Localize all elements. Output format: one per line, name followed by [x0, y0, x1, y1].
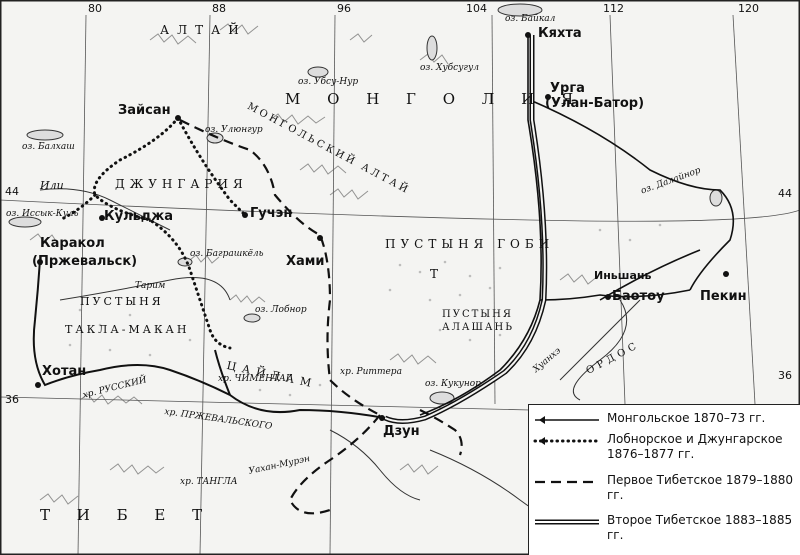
legend-label-first-tibetan: Первое Тибетское 1879–1880 гг.	[607, 473, 793, 502]
lon-tick-80: 80	[88, 2, 102, 15]
region-gobi: ПУСТЫНЯ ГОБИ	[385, 237, 555, 251]
lon-tick-104: 104	[466, 2, 487, 15]
route-second-tibetan	[32, 35, 548, 424]
region-altay: АЛТАЙ	[160, 23, 247, 37]
city-ulan-bator: (Улан-Батор)	[545, 96, 645, 111]
region-t-letter: Т	[430, 267, 446, 281]
label-baykal: оз. Байкал	[505, 14, 556, 24]
lat-tick-36-right: 36	[778, 369, 792, 382]
legend-item-first-tibetan: Первое Тибетское 1879–1880 гг.	[533, 473, 799, 507]
lakes	[8, 3, 723, 405]
legend-label-second-tibetan: Второе Тибетское 1883–1885 гг.	[607, 513, 793, 542]
legend-label-lobnor: Лобнорское и Джунгарское 1876–1877 гг.	[607, 432, 783, 461]
label-tangla: хр. ТАНГЛА	[180, 477, 238, 487]
region-alashan: АЛАШАНЬ	[442, 322, 514, 333]
label-ulyungur: оз. Улюнгур	[205, 125, 263, 135]
map-legend: Монгольское 1870–73 гг. Лобнорское и Джу…	[528, 404, 800, 555]
lat-tick-44: 44	[5, 185, 19, 198]
city-kyakhta: Кяхта	[538, 26, 582, 41]
lake-khubsugul	[426, 35, 438, 61]
route-lobnor	[58, 116, 247, 350]
lake-dalaynor	[709, 189, 723, 207]
label-khubsugul: оз. Хубсугул	[420, 63, 479, 73]
region-mongolia: М О Н Г О Л И Я	[285, 90, 585, 108]
legend-solid-line-icon	[535, 416, 599, 424]
legend-dotted-line-icon	[533, 437, 601, 445]
legend-label-mongolian: Монгольское 1870–73 гг.	[607, 411, 766, 425]
city-kuldja: Кульджа	[104, 209, 174, 224]
label-bagrashkel: оз. Баграшкёль	[190, 249, 264, 259]
label-ritter: хр. Риттера	[340, 367, 402, 377]
lake-balkhash	[26, 129, 64, 141]
legend-double-line-icon	[535, 519, 599, 525]
label-balkhash: оз. Балхаш	[22, 142, 75, 152]
legend-item-lobnor: Лобнорское и Джунгарское 1876–1877 гг.	[533, 432, 799, 466]
desert-stipple	[68, 223, 662, 397]
lon-tick-112: 112	[603, 2, 624, 15]
region-alashan-desert: ПУСТЫНЯ	[442, 309, 513, 320]
city-dzun: Дзун	[383, 424, 420, 439]
city-karakol: Каракол	[40, 236, 105, 251]
label-tarim: Тарим	[135, 281, 166, 291]
lon-tick-96: 96	[337, 2, 351, 15]
city-peking: Пекин	[700, 289, 747, 304]
lake-issykkul	[8, 216, 42, 228]
lat-tick-36: 36	[5, 393, 19, 406]
city-markers	[35, 32, 729, 421]
route-first-tibetan	[179, 119, 463, 515]
region-taklamakan-desert: ПУСТЫНЯ	[80, 295, 164, 308]
label-chimentag: хр. ЧИМЕНТАГ	[218, 374, 292, 384]
lon-tick-88: 88	[212, 2, 226, 15]
label-lobnor: оз. Лобнор	[255, 305, 307, 315]
label-ubsunur: оз. Убсу-Нур	[298, 77, 359, 87]
label-kukunor: оз. Кукунор	[425, 379, 481, 389]
graticule	[0, 14, 800, 555]
region-taklamakan: ТАКЛА-МАКАН	[65, 323, 190, 336]
legend-item-mongolian: Монгольское 1870–73 гг.	[533, 411, 799, 445]
city-guchen: Гучэн	[250, 206, 293, 221]
lake-baykal	[497, 3, 543, 17]
city-zaysan: Зайсан	[118, 103, 171, 118]
lake-ubsunur	[307, 66, 329, 78]
mountain-texture	[29, 23, 599, 505]
label-ili: Или	[40, 179, 64, 192]
legend-item-second-tibetan: Второе Тибетское 1883–1885 гг.	[533, 513, 799, 547]
region-tibet: Т И Б Е Т	[40, 506, 214, 524]
city-khotan: Хотан	[42, 364, 87, 379]
route-mongolian	[419, 35, 735, 416]
city-hami: Хами	[286, 254, 325, 269]
lat-tick-44-right: 44	[778, 187, 792, 200]
city-baotou: Баотоу	[612, 289, 665, 304]
range-inshan: Иньшань	[594, 269, 652, 282]
label-issykkul: оз. Иссык-Куль	[6, 209, 79, 219]
lake-lobnor	[243, 313, 261, 323]
lake-kukunor	[429, 391, 455, 405]
city-przhevalsk: (Пржевальск)	[32, 254, 138, 269]
lon-tick-120: 120	[738, 2, 759, 15]
region-dzhungaria: ДЖУНГАРИЯ	[115, 177, 248, 191]
city-urga: Урга	[550, 81, 585, 96]
legend-dashed-line-icon	[535, 480, 599, 484]
